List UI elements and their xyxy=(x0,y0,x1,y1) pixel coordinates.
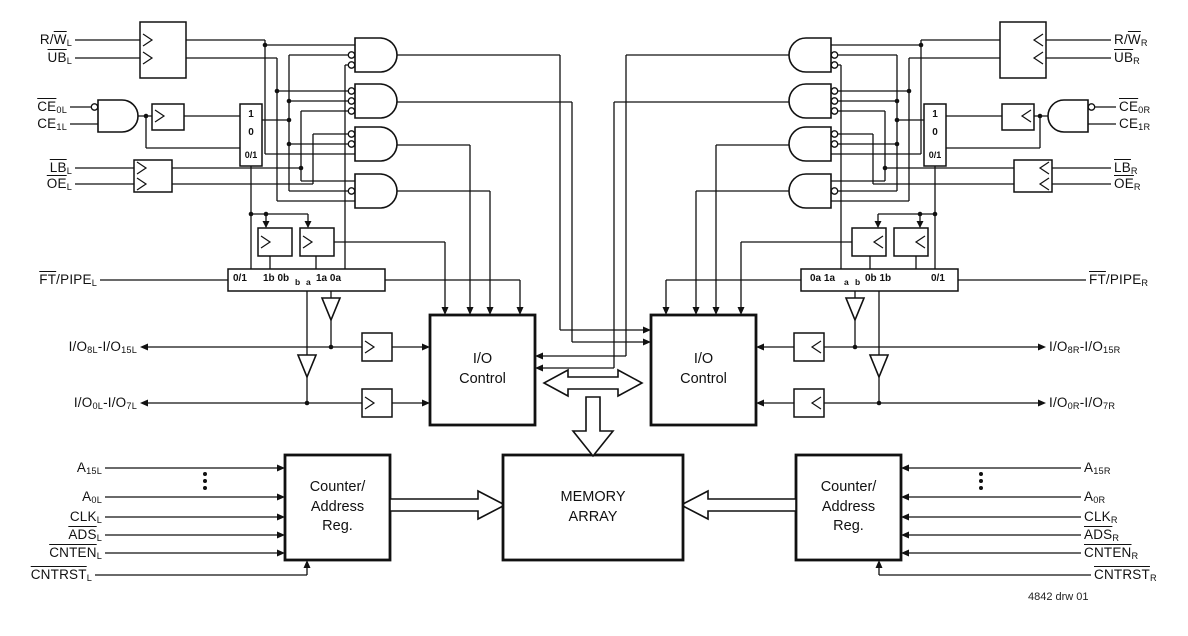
signal-label-io-hi-l: I/O8L-I/O15L xyxy=(68,339,137,355)
ft-pipe-select-box xyxy=(227,268,386,292)
mux-right-select: 0/1 xyxy=(928,150,942,160)
cross-coupling-wires xyxy=(397,54,789,369)
and-gate-3 xyxy=(354,126,398,162)
io-control-left-label: I/O Control xyxy=(459,351,506,387)
signal-label-a0-r: A0R xyxy=(1084,489,1106,505)
left-half xyxy=(70,21,537,576)
ce-and-gate xyxy=(97,99,139,133)
wires xyxy=(70,39,521,576)
signal-label-io-lo-l: I/O0L-I/O7L xyxy=(73,395,137,411)
mux-left-input-1: 1 xyxy=(248,109,254,120)
signal-label-ub-l: UBL xyxy=(47,50,72,66)
pipe-left-seg1-label: 1b 0b xyxy=(263,273,290,284)
center-elements xyxy=(397,54,789,562)
ce-ft-pipe-mux-box xyxy=(239,103,263,167)
signal-label-oe-l: OEL xyxy=(46,176,72,192)
signal-label-oe-r: OER xyxy=(1114,176,1141,192)
counter-right-label: Counter/ Address Reg. xyxy=(820,479,877,535)
signal-label-io-lo-r: I/O0R-I/O7R xyxy=(1049,395,1116,411)
signal-label-lb-r: LBR xyxy=(1114,160,1138,176)
signal-label-ads-r: ADSR xyxy=(1084,527,1120,543)
io-control-block xyxy=(428,313,537,427)
counter-memory-arrow xyxy=(389,489,507,521)
signal-label-ce1-l: CE1L xyxy=(37,116,67,132)
pipe-right-select-label: 0/1 xyxy=(931,273,945,284)
signal-label-clk-l: CLKL xyxy=(69,509,102,525)
pipe-right-seg1-label: 0a 1a xyxy=(810,273,836,284)
pipe-right-seg2-label: 0b 1b xyxy=(865,273,892,284)
signal-label-ce0-l: CE0L xyxy=(37,99,67,115)
pipe-left-seg2-label: 1a 0a xyxy=(316,273,342,284)
output-buffer-2 xyxy=(296,354,318,380)
signal-label-lb-l: LBL xyxy=(49,160,72,176)
signal-label-a15-r: A15R xyxy=(1084,460,1111,476)
clock-triangle-icons xyxy=(136,33,376,410)
signal-label-io-hi-r: I/O8R-I/O15R xyxy=(1049,339,1121,355)
pipe-left-tag-a: a xyxy=(306,277,311,287)
pipe-right-tag-a: a xyxy=(844,277,849,287)
memory-array-label: MEMORY ARRAY xyxy=(560,488,626,525)
counter-left-label: Counter/ Address Reg. xyxy=(309,479,366,535)
counter-address-reg-block xyxy=(283,453,392,562)
signal-label-cntrst-r: CNTRSTR xyxy=(1094,567,1157,583)
signal-label-rw-l: R/WL xyxy=(39,32,72,48)
signal-label-ce1-r: CE1R xyxy=(1119,116,1151,132)
cross-coupling-arrowheads xyxy=(535,326,651,372)
signal-label-ftpipe-r: FT/PIPER xyxy=(1089,272,1149,288)
drawing-number: 4842 drw 01 xyxy=(1028,591,1089,603)
signal-label-cnten-r: CNTENR xyxy=(1084,545,1139,561)
signal-label-clk-r: CLKR xyxy=(1084,509,1118,525)
mux-left-input-0: 0 xyxy=(248,127,254,138)
signal-label-ce0-r: CE0R xyxy=(1119,99,1151,115)
pipe-left-tag-b: b xyxy=(295,277,301,287)
and-gate-4 xyxy=(354,173,398,209)
mux-left-select: 0/1 xyxy=(244,150,258,160)
io-to-memory-arrow xyxy=(571,396,615,458)
and-gate-1 xyxy=(354,37,398,73)
output-buffer-1 xyxy=(320,297,342,323)
signal-label-ftpipe-l: FT/PIPEL xyxy=(39,272,97,288)
signal-label-a15-l: A15L xyxy=(76,460,102,476)
inverter-bubbles xyxy=(90,51,356,195)
signal-label-ub-r: UBR xyxy=(1114,50,1140,66)
mux-right-input-0: 0 xyxy=(932,127,938,138)
signal-label-cnten-l: CNTENL xyxy=(49,545,102,561)
pipe-left-select-label: 0/1 xyxy=(233,273,247,284)
signal-label-rw-r: R/WR xyxy=(1114,32,1148,48)
signal-label-cntrst-l: CNTRSTL xyxy=(30,567,92,583)
signal-label-ads-l: ADSL xyxy=(68,527,102,543)
pipe-right-tag-b: b xyxy=(855,277,861,287)
io-io-double-arrow xyxy=(542,368,644,398)
rw-ub-register-box xyxy=(139,21,187,79)
mux-right-input-1: 1 xyxy=(932,109,938,120)
junction-dots xyxy=(143,42,334,490)
memory-array-block xyxy=(501,453,685,562)
signal-label-a0-l: A0L xyxy=(82,489,102,505)
io-control-right-label: I/O Control xyxy=(680,351,727,387)
and-gate-2 xyxy=(354,83,398,119)
